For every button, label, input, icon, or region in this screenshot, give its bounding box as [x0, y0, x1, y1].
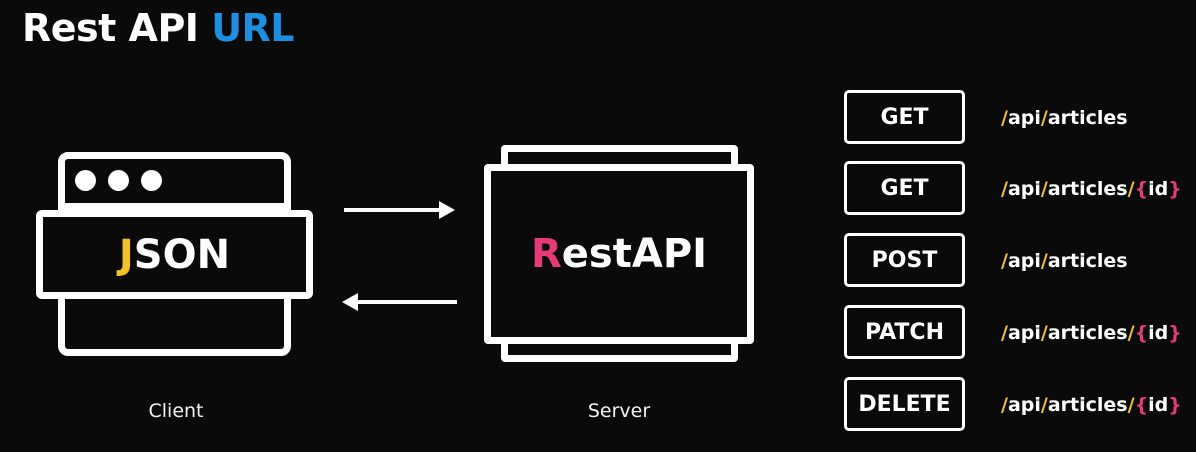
path-segment: / — [1001, 178, 1008, 200]
endpoint-path: /api/articles/{id} — [1001, 180, 1182, 199]
path-segment: api — [1007, 178, 1041, 200]
path-segment: articles — [1047, 107, 1128, 129]
path-segment: / — [1040, 322, 1048, 344]
server-name-rest: estAPI — [561, 231, 708, 277]
path-segment: api — [1007, 394, 1041, 416]
server-first-letter: R — [530, 231, 562, 277]
path-segment: articles — [1047, 250, 1128, 272]
path-segment: / — [1001, 394, 1008, 416]
path-segment: api — [1007, 322, 1041, 344]
request-arrow-icon — [344, 201, 455, 219]
response-arrow-icon — [342, 293, 457, 311]
path-segment: articles — [1047, 178, 1128, 200]
http-method-delete: DELETE — [844, 377, 965, 431]
path-segment: / — [1001, 322, 1008, 344]
path-segment: / — [1040, 250, 1048, 272]
path-segment: / — [1127, 178, 1135, 200]
path-segment: / — [1001, 107, 1008, 129]
json-rest: SON — [133, 231, 231, 278]
path-segment: / — [1040, 107, 1048, 129]
endpoint-path: /api/articles — [1001, 252, 1128, 271]
path-segment: { — [1134, 178, 1149, 200]
path-segment: / — [1127, 394, 1135, 416]
path-segment: / — [1040, 394, 1048, 416]
http-method-patch: PATCH — [844, 305, 965, 359]
window-dot-icon — [141, 170, 162, 191]
path-segment: api — [1007, 250, 1041, 272]
path-segment: { — [1134, 322, 1149, 344]
path-segment: articles — [1047, 322, 1128, 344]
title-main: Rest API — [22, 6, 212, 50]
path-segment: / — [1001, 250, 1008, 272]
endpoint-path: /api/articles/{id} — [1001, 324, 1182, 343]
window-dot-icon — [75, 170, 96, 191]
path-segment: api — [1007, 107, 1041, 129]
client-caption: Client — [148, 400, 204, 422]
path-segment: id — [1148, 394, 1169, 416]
path-segment: / — [1040, 178, 1048, 200]
path-segment: / — [1127, 322, 1135, 344]
window-dot-icon — [108, 170, 129, 191]
server-caption: Server — [587, 400, 651, 422]
http-method-post: POST — [844, 233, 965, 287]
page-title: Rest API URL — [22, 6, 295, 50]
path-segment: id — [1148, 178, 1169, 200]
path-segment: } — [1168, 178, 1182, 200]
http-method-get: GET — [844, 161, 965, 215]
path-segment: id — [1148, 322, 1169, 344]
http-method-get: GET — [844, 90, 965, 144]
path-segment: } — [1168, 322, 1182, 344]
window-titlebar — [65, 159, 284, 210]
endpoint-path: /api/articles/{id} — [1001, 396, 1182, 415]
path-segment: { — [1134, 394, 1149, 416]
json-first-letter: J — [118, 231, 134, 278]
path-segment: articles — [1047, 394, 1128, 416]
path-segment: } — [1168, 394, 1182, 416]
title-accent: URL — [211, 6, 295, 50]
endpoint-path: /api/articles — [1001, 109, 1128, 128]
